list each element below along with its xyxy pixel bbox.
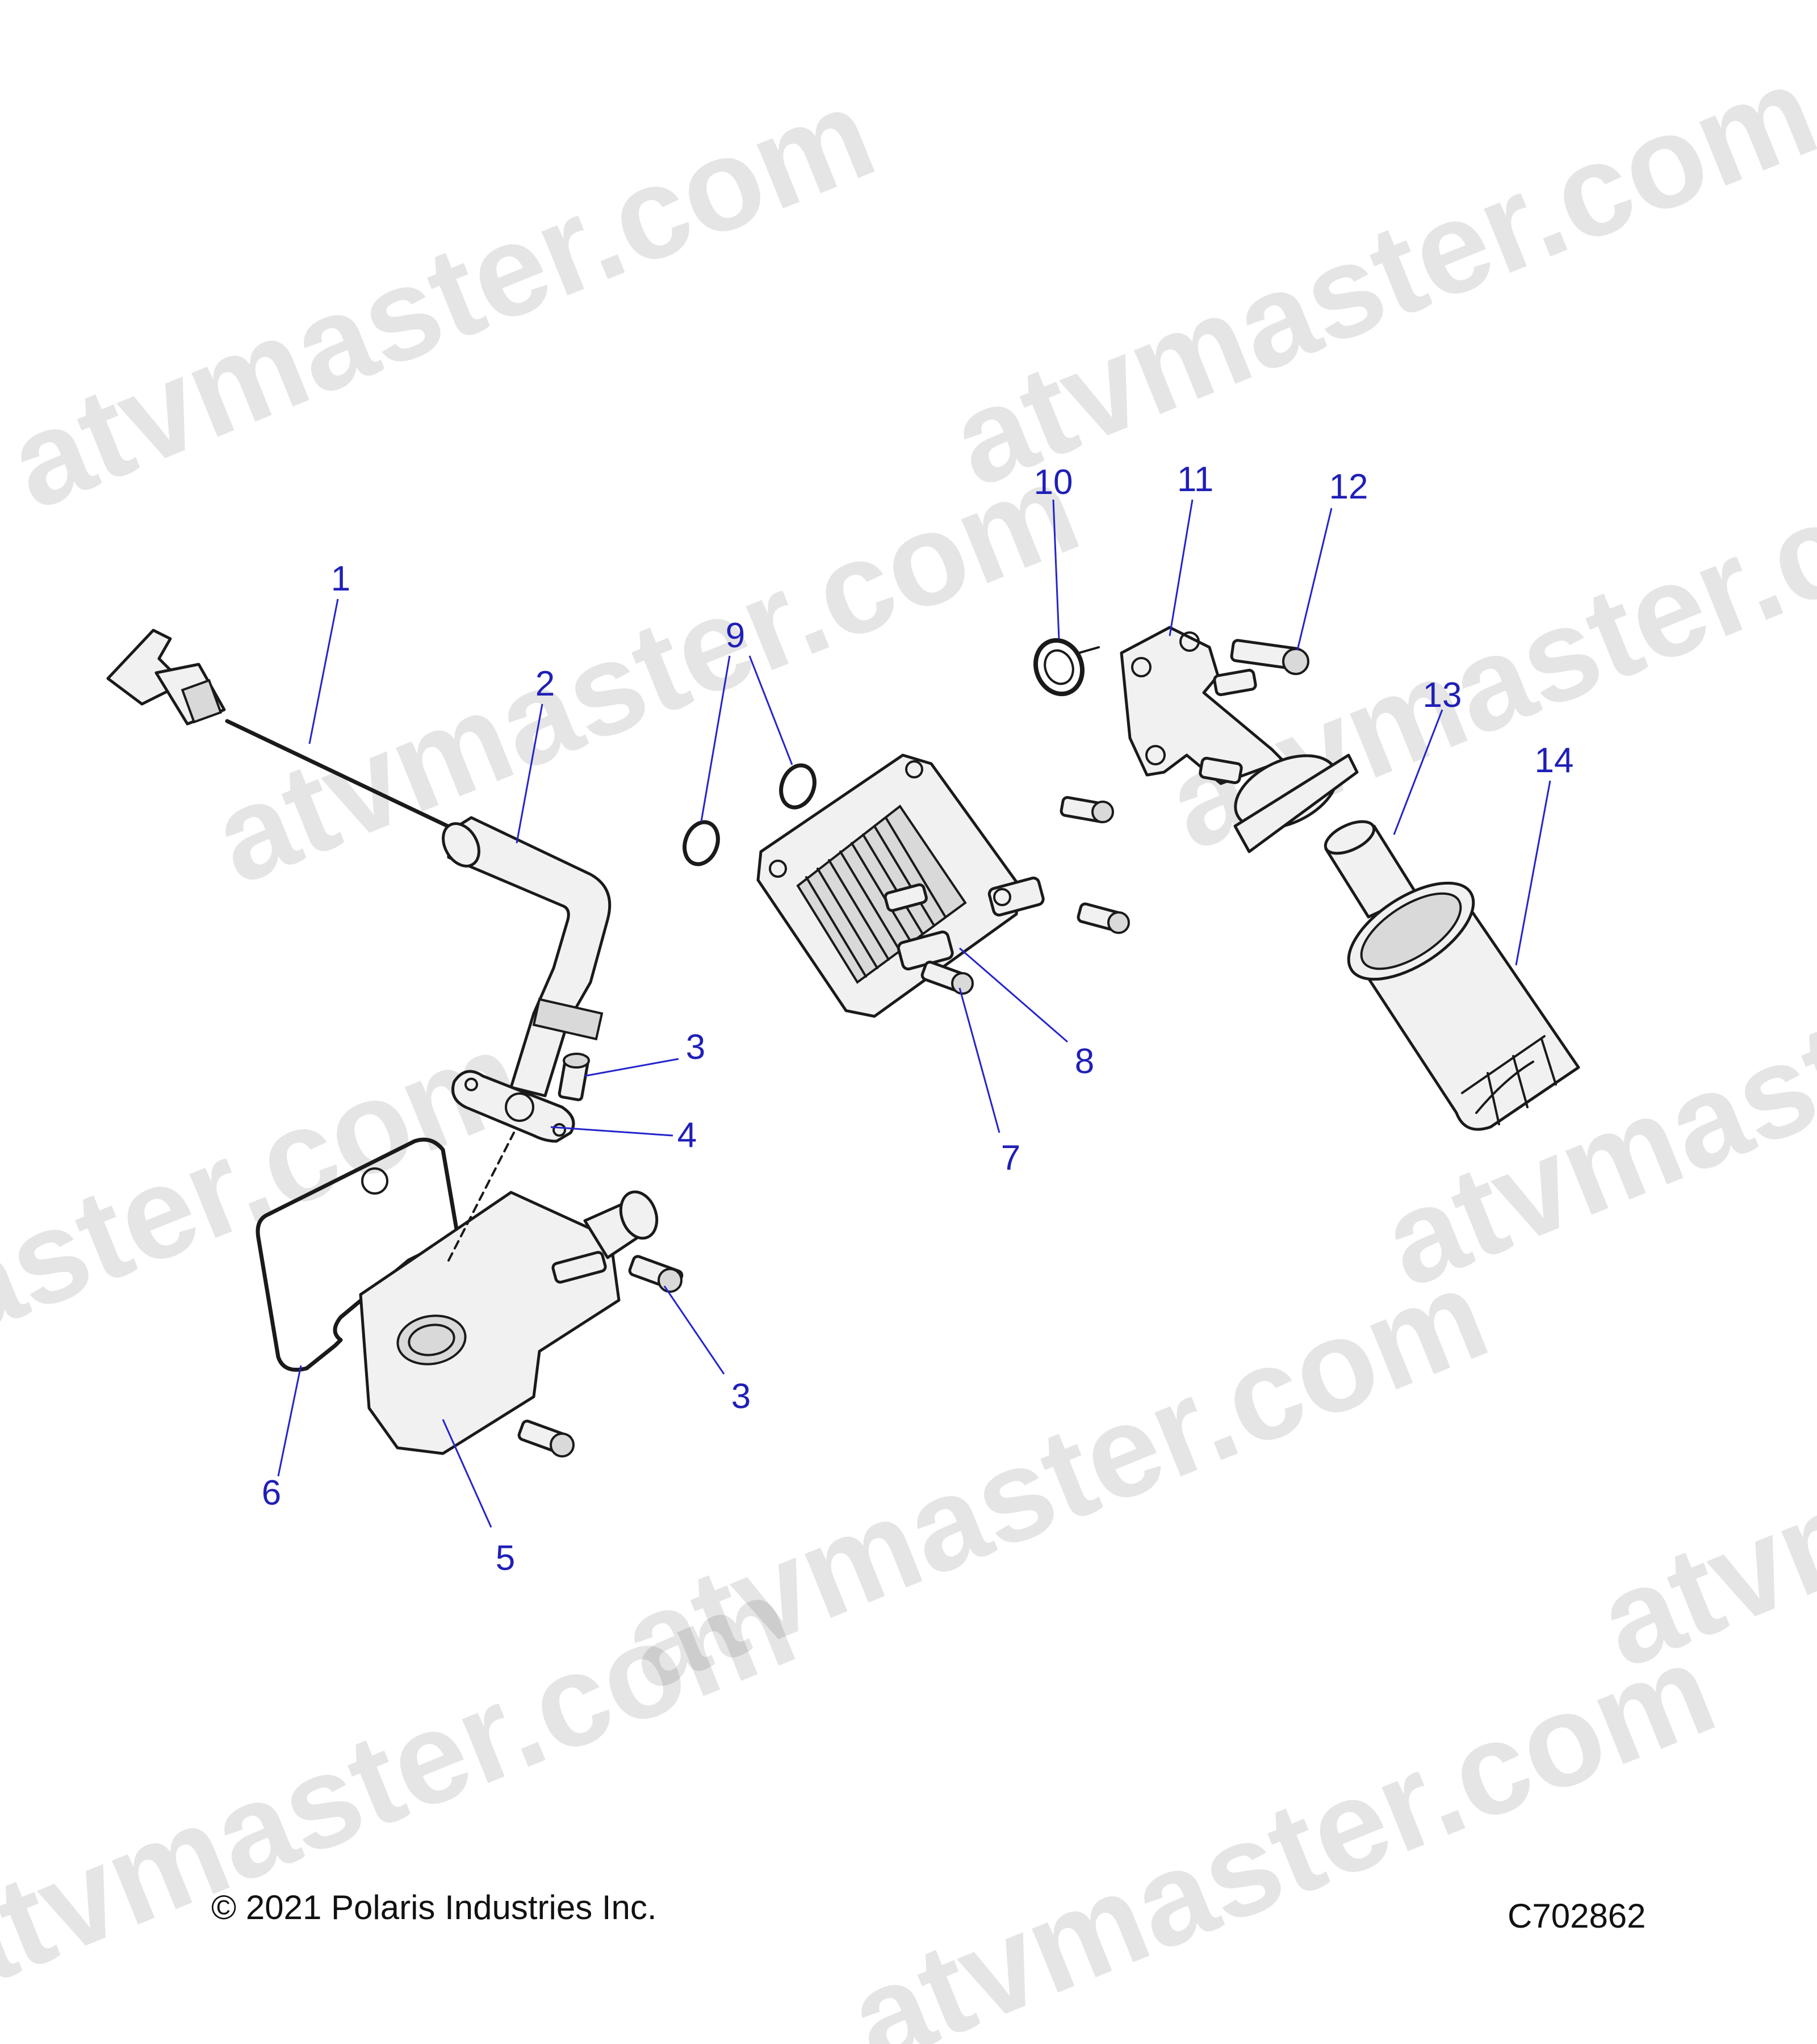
callout-1: 1 bbox=[331, 559, 350, 598]
oil-filter-part bbox=[1347, 881, 1580, 1131]
copyright-text: © 2021 Polaris Industries Inc. bbox=[211, 1888, 657, 1926]
callout-5: 5 bbox=[496, 1539, 515, 1578]
callout-3: 3 bbox=[686, 1028, 705, 1067]
hose-clamp-part bbox=[1033, 638, 1100, 697]
tube-gasket-part bbox=[451, 1070, 575, 1143]
bolt-part bbox=[1077, 902, 1130, 934]
bolt-part bbox=[1230, 639, 1309, 675]
callout-10: 10 bbox=[1034, 463, 1073, 502]
dipstick-tube-part bbox=[442, 816, 612, 1098]
callout-7: 7 bbox=[1001, 1138, 1020, 1178]
watermark: atvmaster.com bbox=[932, 36, 1817, 514]
callout-2: 2 bbox=[535, 664, 555, 703]
callout-labels: 1 2 3 4 3 5 6 7 8 9 10 11 12 13 14 bbox=[262, 460, 1574, 1578]
cooler-fins bbox=[805, 816, 947, 978]
bolt-part bbox=[558, 1053, 590, 1101]
bolt-part bbox=[1060, 796, 1114, 823]
bolt-part bbox=[920, 961, 974, 995]
callout-9: 9 bbox=[726, 616, 745, 655]
callout-8: 8 bbox=[1075, 1042, 1094, 1081]
watermark: atvmaster.com bbox=[0, 59, 893, 537]
leader-lines bbox=[277, 499, 1551, 1528]
callout-3: 3 bbox=[731, 1377, 751, 1416]
callout-12: 12 bbox=[1329, 467, 1368, 506]
bolt-part bbox=[628, 1255, 684, 1293]
filter-adapter-part bbox=[1120, 626, 1359, 853]
callout-4: 4 bbox=[677, 1116, 697, 1155]
diagram-id: C702862 bbox=[1508, 1897, 1646, 1935]
watermark: atvmaster.com bbox=[830, 1615, 1733, 2044]
dipstick-part bbox=[106, 629, 468, 837]
watermark: atvmaster.com bbox=[1580, 1217, 1817, 1695]
callout-6: 6 bbox=[262, 1473, 281, 1513]
filter-housing-part bbox=[359, 1132, 659, 1455]
callout-11: 11 bbox=[1177, 460, 1213, 499]
callout-13: 13 bbox=[1423, 676, 1462, 715]
filter-sleeve-part bbox=[1324, 820, 1418, 919]
o-ring-part bbox=[683, 763, 817, 866]
watermark: atvmaster.com bbox=[0, 1547, 813, 2025]
callout-14: 14 bbox=[1535, 741, 1574, 780]
oil-cooler-part bbox=[756, 753, 1045, 1018]
bolt-part bbox=[517, 1419, 575, 1457]
cover-gasket-part bbox=[256, 1137, 462, 1372]
